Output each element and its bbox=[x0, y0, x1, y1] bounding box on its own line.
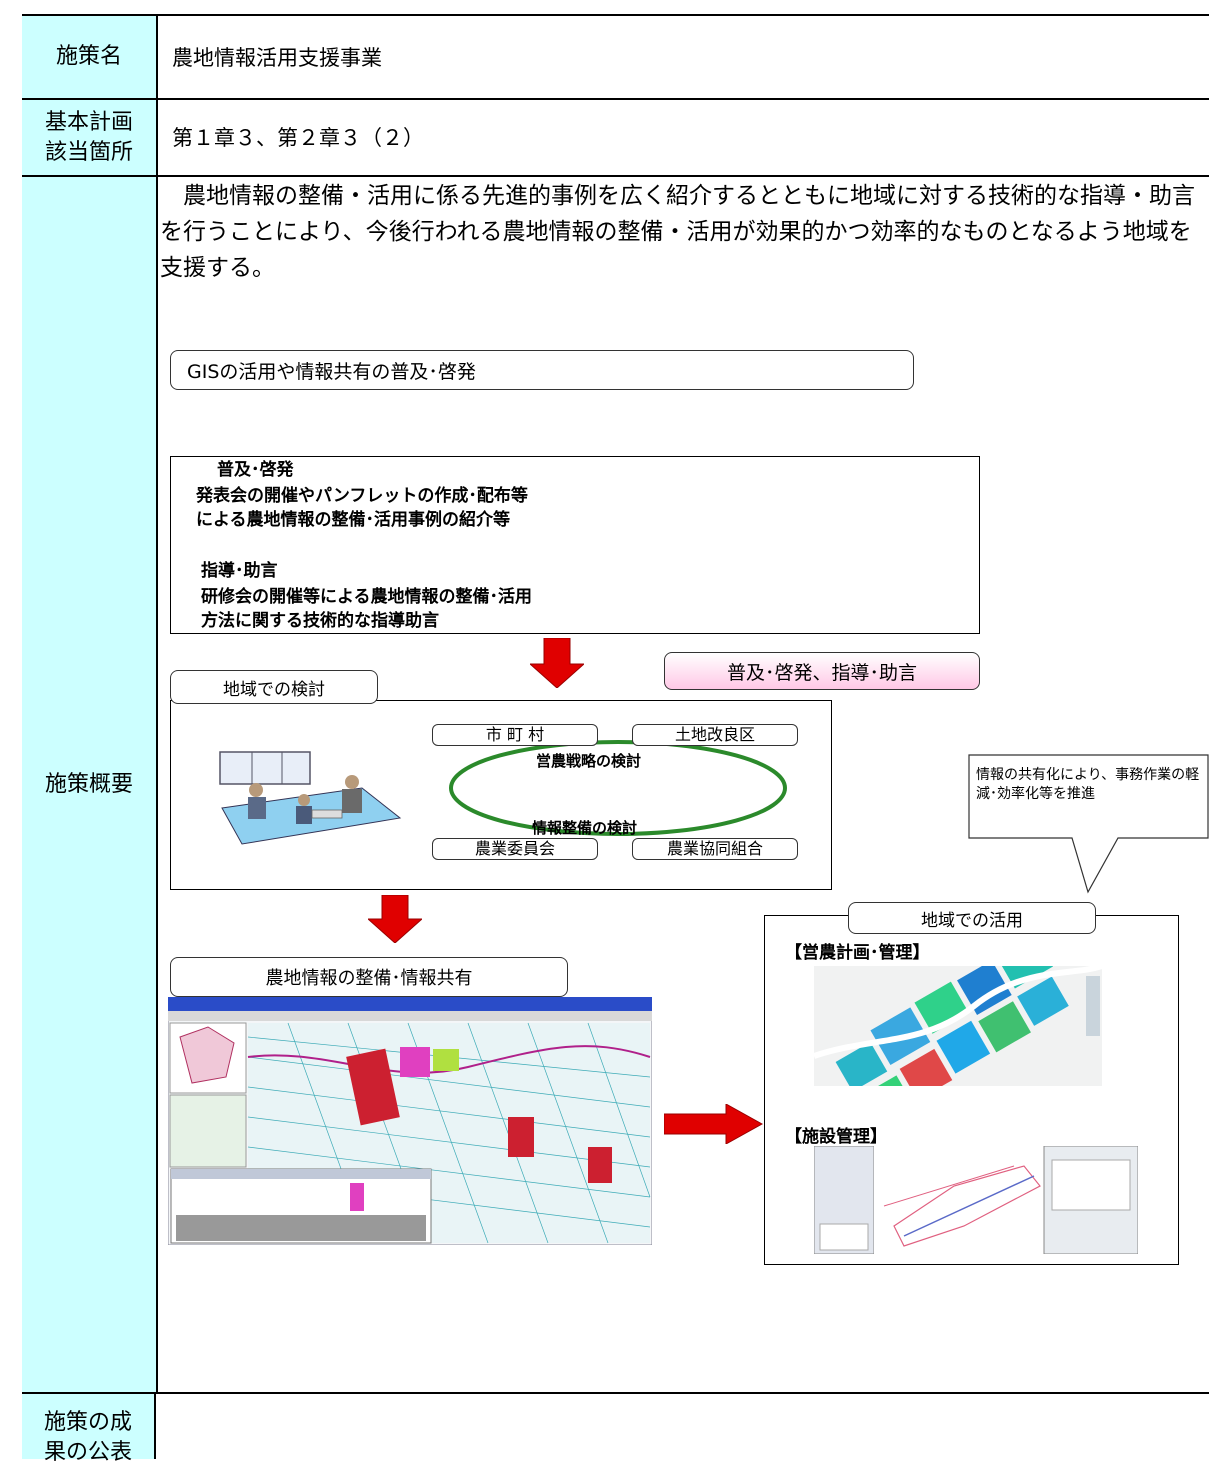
org-coop-tag: 農業協同組合 bbox=[632, 838, 798, 860]
guide-title: 指導･助言 bbox=[201, 561, 278, 581]
down-arrow-icon bbox=[530, 638, 584, 688]
org-land-tag: 土地改良区 bbox=[632, 724, 798, 746]
info-share-box: 農地情報の整備･情報共有 bbox=[170, 957, 568, 997]
guide-line2: 方法に関する技術的な指導助言 bbox=[201, 611, 439, 631]
farm-plan-map-icon bbox=[814, 966, 1102, 1086]
facility-label: 【施設管理】 bbox=[785, 1127, 887, 1147]
row-divider bbox=[22, 175, 1209, 177]
gis-heading-text: GISの活用や情報共有の普及･啓発 bbox=[187, 360, 476, 383]
info-share-text: 農地情報の整備･情報共有 bbox=[265, 968, 473, 989]
overview-label-text: 施策概要 bbox=[44, 771, 133, 797]
callout-text: 情報の共有化により、事務作業の軽減･効率化等を推進 bbox=[976, 767, 1200, 802]
region-study-tab-text: 地域での検討 bbox=[223, 679, 325, 700]
gis-map-screenshot-icon bbox=[168, 997, 652, 1245]
callout-icon bbox=[968, 754, 1209, 894]
plan-value: 第１章３、第２章３（２） bbox=[172, 126, 424, 150]
facility-map-icon bbox=[814, 1146, 1138, 1254]
region-study-tab: 地域での検討 bbox=[170, 670, 378, 704]
result-label: 施策の成 果の公表 bbox=[22, 1394, 156, 1465]
policy-name-label-text: 施策名 bbox=[55, 44, 122, 69]
policy-name-value: 農地情報活用支援事業 bbox=[172, 46, 382, 70]
spread-line1: 発表会の開催やパンフレットの作成･配布等 bbox=[196, 486, 528, 506]
spread-title: 普及･啓発 bbox=[217, 460, 294, 480]
region-use-tab-text: 地域での活用 bbox=[921, 910, 1023, 931]
policy-name-label: 施策名 bbox=[22, 16, 158, 98]
farm-plan-label: 【営農計画･管理】 bbox=[785, 943, 930, 963]
result-label-line2: 果の公表 bbox=[43, 1440, 132, 1465]
guide-line1: 研修会の開催等による農地情報の整備･活用 bbox=[201, 587, 532, 607]
info-label: 情報整備の検討 bbox=[532, 819, 638, 837]
overview-label: 施策概要 bbox=[22, 177, 158, 1392]
spread-line2: による農地情報の整備･活用事例の紹介等 bbox=[196, 510, 510, 530]
overview-description: 農地情報の整備・活用に係る先進的事例を広く紹介するとともに地域に対する技術的な指… bbox=[160, 183, 1195, 281]
meeting-illustration-icon bbox=[219, 751, 402, 845]
plan-label: 基本計画 該当箇所 bbox=[22, 100, 158, 175]
row-divider bbox=[22, 98, 1209, 100]
pink-support-box: 普及･啓発、指導･助言 bbox=[664, 652, 980, 690]
pink-support-text: 普及･啓発、指導･助言 bbox=[726, 661, 917, 684]
org-committee-tag: 農業委員会 bbox=[432, 838, 598, 860]
right-arrow-icon bbox=[664, 1104, 764, 1144]
result-label-line1: 施策の成 bbox=[43, 1410, 132, 1435]
down-arrow-icon bbox=[368, 895, 422, 943]
region-use-tab: 地域での活用 bbox=[848, 902, 1096, 934]
org-ellipse-icon bbox=[449, 740, 787, 836]
table-top-border bbox=[22, 14, 1209, 16]
plan-label-line2: 該当箇所 bbox=[44, 139, 133, 165]
strategy-label: 営農戦略の検討 bbox=[536, 752, 642, 770]
plan-label-line1: 基本計画 bbox=[44, 109, 133, 135]
row-divider bbox=[22, 1392, 1209, 1394]
spread-guidance-box: 普及･啓発 発表会の開催やパンフレットの作成･配布等 による農地情報の整備･活用… bbox=[170, 456, 980, 634]
org-city-tag: 市 町 村 bbox=[432, 724, 598, 746]
gis-heading-box: GISの活用や情報共有の普及･啓発 bbox=[170, 350, 914, 390]
